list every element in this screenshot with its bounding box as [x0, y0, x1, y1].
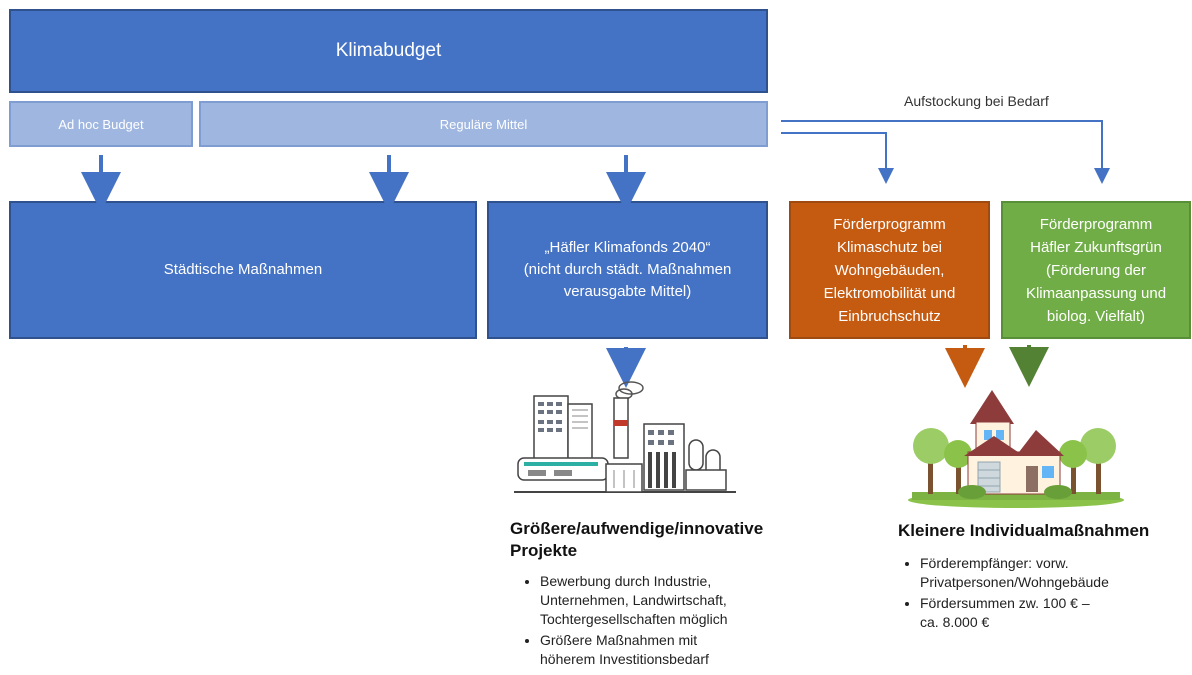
- municipal-measures-label: Städtische Maßnahmen: [163, 261, 323, 278]
- house-icon: [906, 376, 1126, 515]
- regular-funds-label: Reguläre Mittel: [439, 116, 528, 132]
- klimabudget-title: Klimabudget: [335, 40, 442, 61]
- list-item: Fördersummen zw. 100 € – ca. 8.000 €: [920, 594, 1190, 632]
- climate-fund-box: „Häfler Klimafonds 2040“ (nicht durch st…: [487, 201, 768, 339]
- projects-heading: Größere/aufwendige/innovative Projekte: [510, 519, 764, 560]
- projects-bullets: Bewerbung durch Industrie, Unternehmen, …: [518, 572, 800, 671]
- connector-topup-orange: [781, 132, 894, 184]
- climate-fund-label: „Häfler Klimafonds 2040“ (nicht durch st…: [523, 239, 732, 300]
- klimabudget-box: Klimabudget: [9, 9, 768, 93]
- program-climate-protection-label: Förderprogramm Klimaschutz bei Wohngebäu…: [823, 215, 956, 325]
- individual-heading: Kleinere Individualmaßnahmen: [898, 521, 1150, 540]
- list-item: Größere Maßnahmen mit höherem Investitio…: [540, 631, 800, 669]
- individual-bullets: Förderempfänger: vorw. Privatpersonen/Wo…: [898, 554, 1190, 634]
- ad-hoc-budget-box: Ad hoc Budget: [9, 101, 193, 147]
- program-climate-protection-box: Förderprogramm Klimaschutz bei Wohngebäu…: [789, 201, 990, 339]
- program-future-green-box: Förderprogramm Häfler Zukunftsgrün (Förd…: [1001, 201, 1191, 339]
- top-up-note: Aufstockung bei Bedarf: [904, 93, 1049, 109]
- ad-hoc-budget-label: Ad hoc Budget: [58, 116, 144, 132]
- municipal-measures-box: Städtische Maßnahmen: [9, 201, 477, 339]
- list-item: Förderempfänger: vorw. Privatpersonen/Wo…: [920, 554, 1190, 592]
- regular-funds-box: Reguläre Mittel: [199, 101, 768, 147]
- list-item: Bewerbung durch Industrie, Unternehmen, …: [540, 572, 800, 629]
- industry-icon: [514, 380, 736, 503]
- program-future-green-label: Förderprogramm Häfler Zukunftsgrün (Förd…: [1025, 215, 1167, 325]
- connector-topup-green: [781, 120, 1110, 184]
